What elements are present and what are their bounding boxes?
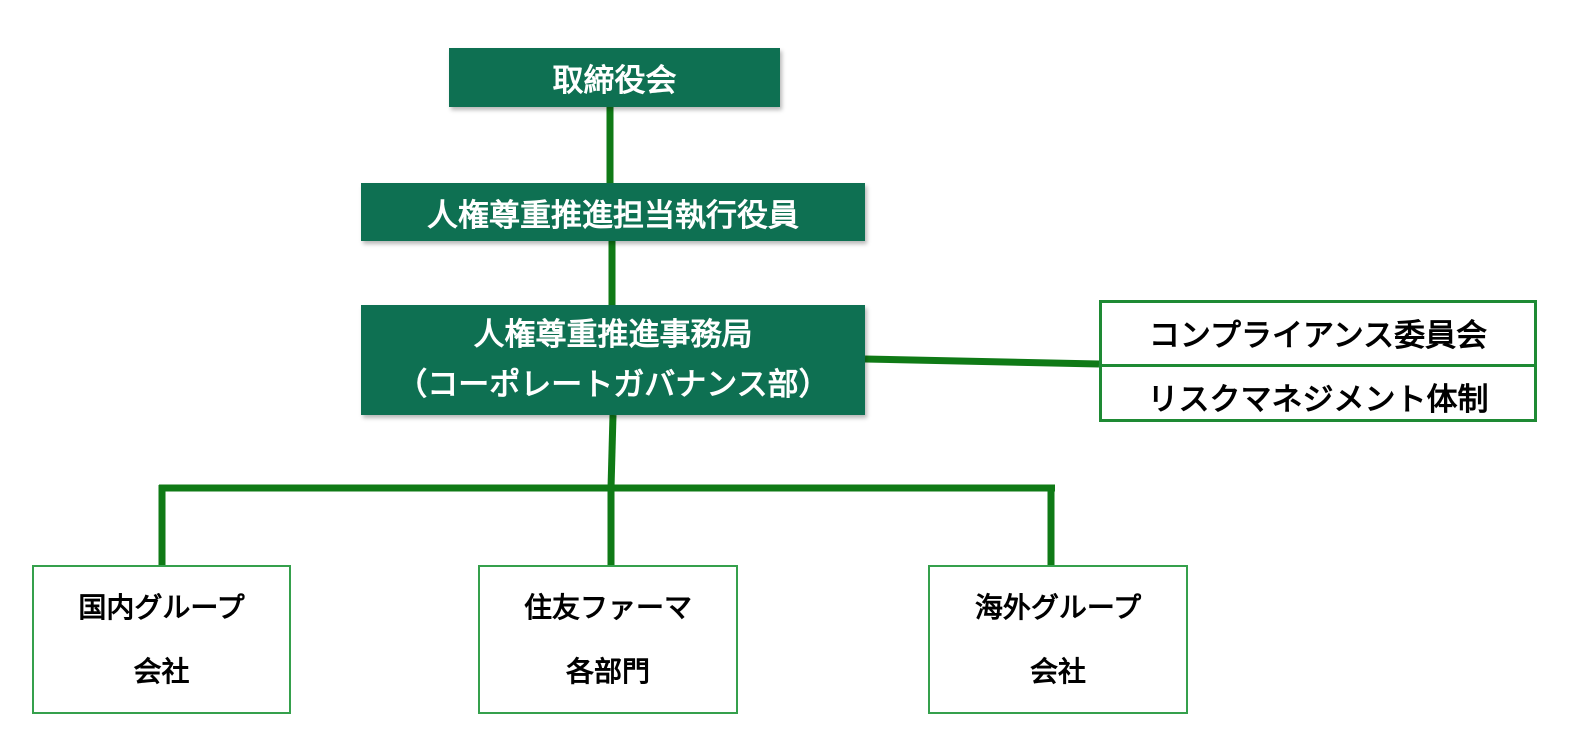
sumitomo-pharma-label-line1: 住友ファーマ — [523, 590, 692, 624]
human-rights-officer-label: 人権尊重推進担当執行役員 — [427, 197, 799, 234]
connector-secretariat-branch — [607, 414, 617, 489]
overseas-group-label-line1: 海外グループ — [974, 590, 1142, 624]
compliance-risk-group: コンプライアンス委員会 リスクマネジメント体制 — [1099, 300, 1537, 422]
overseas-group-companies-box: 海外グループ 会社 — [928, 565, 1188, 714]
secretariat-label-line1: 人権尊重推進事務局 — [473, 317, 753, 353]
connector-secretariat-risk — [864, 355, 1100, 368]
board-of-directors-box: 取締役会 — [449, 48, 780, 107]
domestic-group-label-line1: 国内グループ — [78, 590, 245, 624]
compliance-committee-box: コンプライアンス委員会 — [1102, 303, 1534, 361]
human-rights-secretariat-box: 人権尊重推進事務局 （コーポレートガバナンス部） — [361, 305, 865, 415]
sumitomo-pharma-departments-box: 住友ファーマ 各部門 — [478, 565, 738, 714]
domestic-group-companies-box: 国内グループ 会社 — [32, 565, 291, 714]
domestic-group-label-line2: 会社 — [133, 654, 190, 688]
compliance-committee-label: コンプライアンス委員会 — [1148, 317, 1488, 354]
overseas-group-label-line2: 会社 — [1029, 654, 1086, 688]
sumitomo-pharma-label-line2: 各部門 — [565, 654, 650, 688]
risk-management-box: リスクマネジメント体制 — [1102, 364, 1534, 425]
secretariat-label-line2: （コーポレートガバナンス部） — [396, 367, 830, 403]
board-of-directors-label: 取締役会 — [552, 63, 677, 99]
risk-management-label: リスクマネジメント体制 — [1147, 381, 1489, 418]
human-rights-officer-box: 人権尊重推進担当執行役員 — [361, 183, 865, 241]
